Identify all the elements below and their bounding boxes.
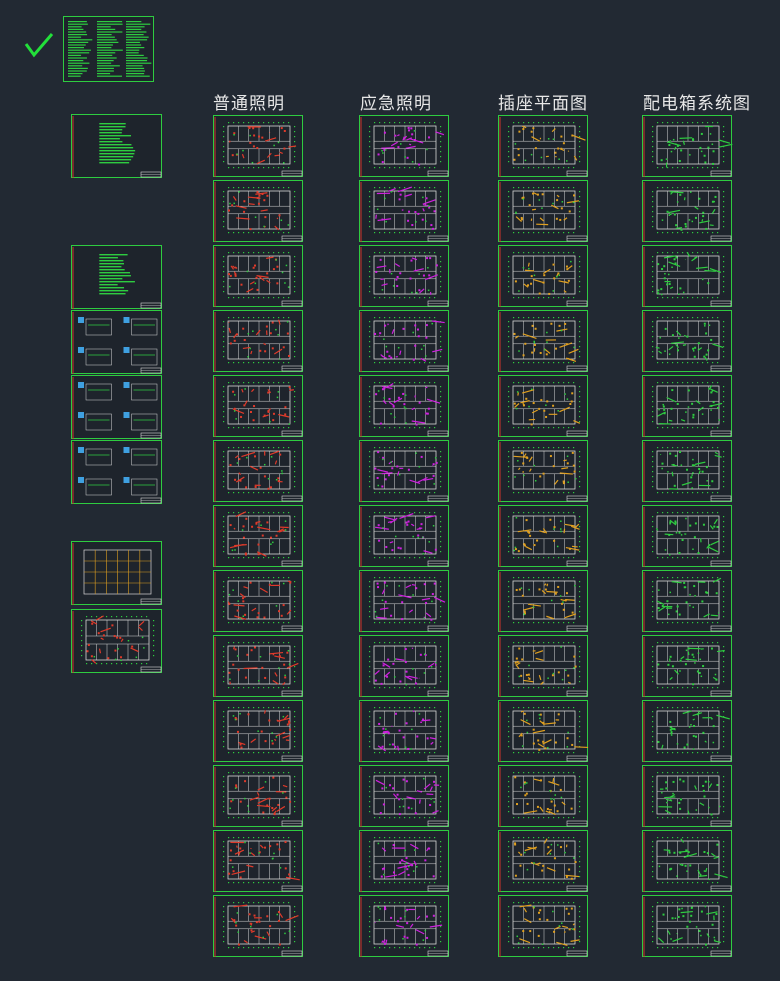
sheet-lighting-9[interactable] — [213, 635, 303, 697]
sheet-distribution-9[interactable] — [642, 635, 732, 697]
sheet-distribution-2[interactable] — [642, 180, 732, 242]
sheet-cover-index[interactable] — [63, 16, 154, 82]
sheet-emergency-7[interactable] — [359, 505, 449, 567]
sheet-legend-table[interactable] — [71, 245, 162, 309]
sheet-emergency-11[interactable] — [359, 765, 449, 827]
sheet-lighting-2[interactable] — [213, 180, 303, 242]
sheet-emergency-3[interactable] — [359, 245, 449, 307]
sheet-grid-plan[interactable] — [71, 541, 162, 605]
sheet-socket-9[interactable] — [498, 635, 588, 697]
sheet-distribution-6[interactable] — [642, 440, 732, 502]
sheet-lighting-4[interactable] — [213, 310, 303, 372]
sheet-distribution-11[interactable] — [642, 765, 732, 827]
sheet-socket-7[interactable] — [498, 505, 588, 567]
header-emergency: 应急照明 — [360, 94, 432, 114]
header-distribution: 配电箱系统图 — [643, 94, 751, 114]
sheet-emergency-4[interactable] — [359, 310, 449, 372]
sheet-socket-12[interactable] — [498, 830, 588, 892]
sheet-socket-13[interactable] — [498, 895, 588, 957]
sheet-distribution-3[interactable] — [642, 245, 732, 307]
sheet-distribution-13[interactable] — [642, 895, 732, 957]
sheet-emergency-5[interactable] — [359, 375, 449, 437]
sheet-emergency-13[interactable] — [359, 895, 449, 957]
sheet-red-plan[interactable] — [71, 609, 162, 673]
sheet-detail-1[interactable] — [71, 310, 162, 374]
sheet-emergency-8[interactable] — [359, 570, 449, 632]
sheet-emergency-2[interactable] — [359, 180, 449, 242]
sheet-lighting-6[interactable] — [213, 440, 303, 502]
sheet-lighting-11[interactable] — [213, 765, 303, 827]
sheet-distribution-10[interactable] — [642, 700, 732, 762]
sheet-socket-10[interactable] — [498, 700, 589, 762]
sheet-socket-5[interactable] — [498, 375, 588, 437]
sheet-emergency-9[interactable] — [359, 635, 449, 697]
sheet-distribution-8[interactable] — [642, 570, 732, 632]
sheet-distribution-12[interactable] — [642, 830, 732, 892]
sheet-socket-8[interactable] — [498, 570, 588, 632]
sheet-lighting-8[interactable] — [213, 570, 303, 632]
header-socket: 插座平面图 — [498, 94, 588, 114]
sheet-socket-2[interactable] — [498, 180, 588, 242]
sheet-socket-11[interactable] — [498, 765, 588, 827]
sheet-socket-4[interactable] — [498, 310, 588, 372]
sheet-lighting-3[interactable] — [213, 245, 303, 307]
sheet-emergency-6[interactable] — [359, 440, 449, 502]
sheet-emergency-10[interactable] — [359, 700, 449, 762]
sheet-emergency-12[interactable] — [359, 830, 449, 892]
sheet-socket-1[interactable] — [498, 115, 588, 177]
sheet-index-table[interactable] — [71, 114, 162, 178]
sheet-distribution-5[interactable] — [642, 375, 732, 437]
sheet-socket-3[interactable] — [498, 245, 588, 307]
check-icon — [24, 33, 54, 58]
sheet-lighting-7[interactable] — [213, 505, 303, 567]
sheet-lighting-5[interactable] — [213, 375, 303, 437]
sheet-detail-2[interactable] — [71, 375, 162, 439]
header-lighting: 普通照明 — [213, 94, 285, 114]
sheet-emergency-1[interactable] — [359, 115, 449, 177]
sheet-distribution-1[interactable] — [642, 115, 733, 177]
sheet-lighting-10[interactable] — [213, 700, 303, 762]
sheet-distribution-7[interactable] — [642, 505, 732, 567]
sheet-detail-3[interactable] — [71, 440, 162, 504]
sheet-distribution-4[interactable] — [642, 310, 732, 372]
sheet-lighting-12[interactable] — [213, 830, 303, 892]
sheet-lighting-1[interactable] — [213, 115, 303, 177]
sheet-lighting-13[interactable] — [213, 895, 303, 957]
sheet-socket-6[interactable] — [498, 440, 588, 502]
